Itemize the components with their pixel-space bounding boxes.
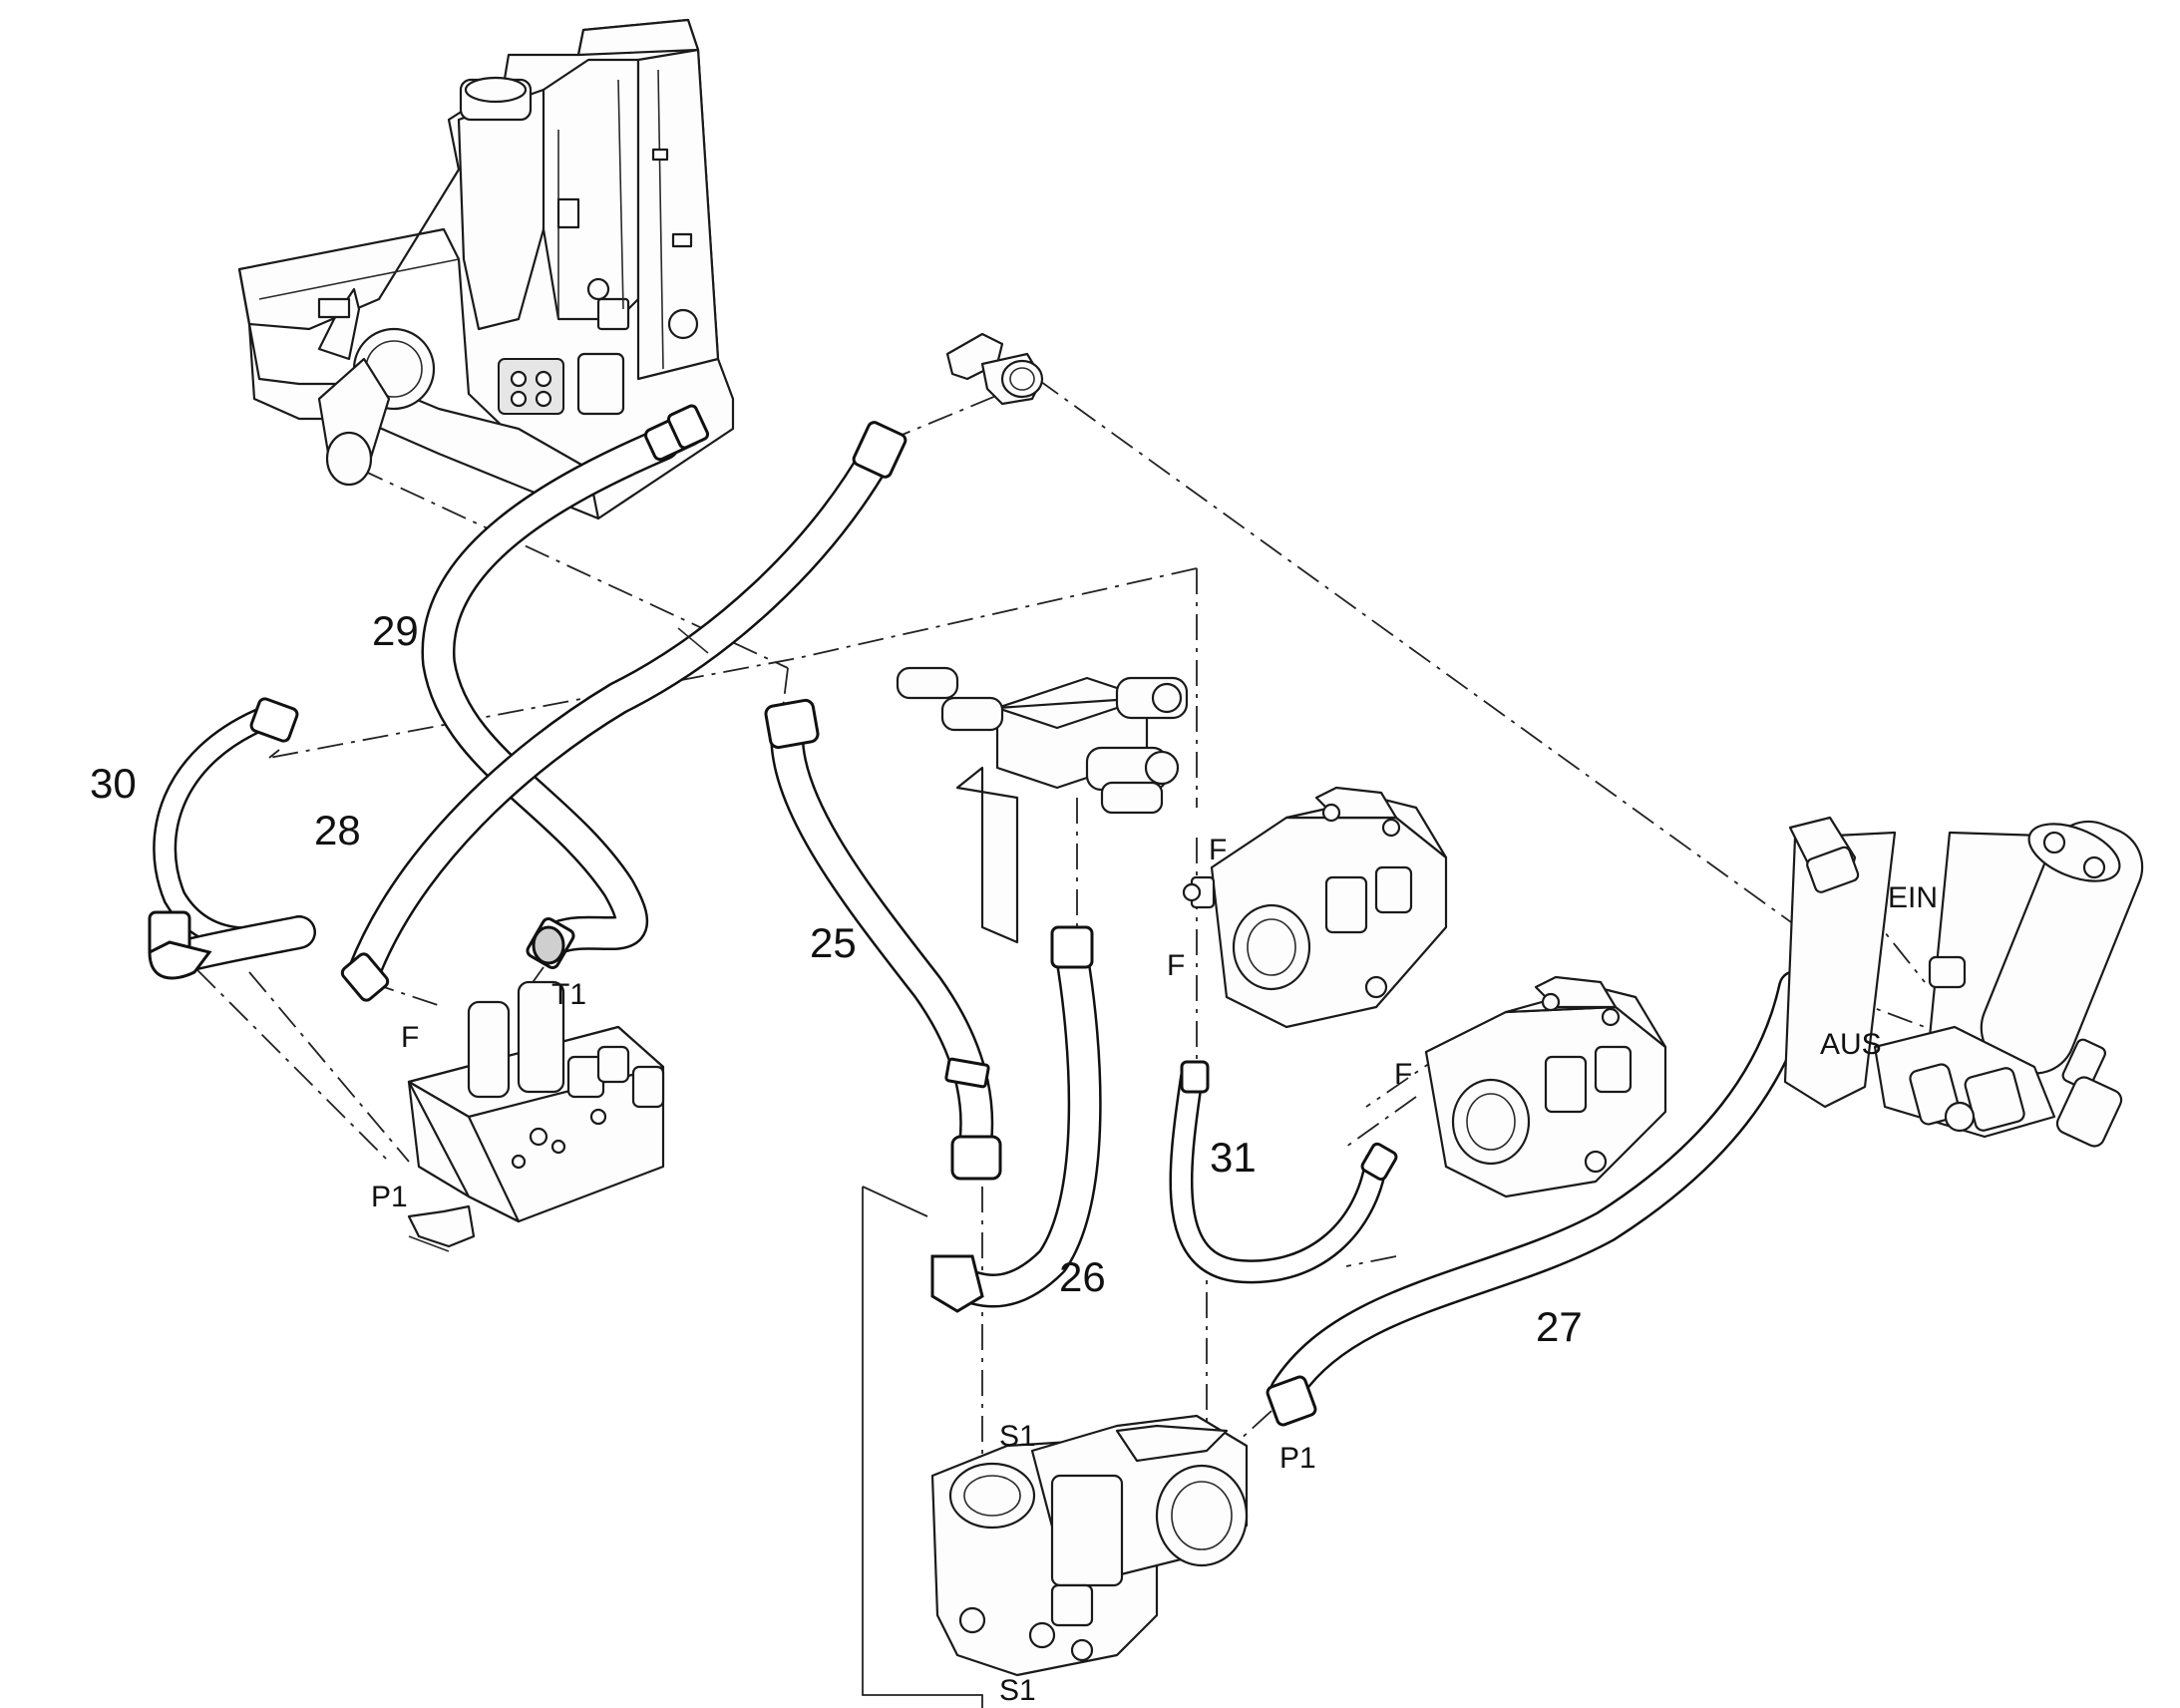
variable-pump-upper <box>1182 786 1448 1029</box>
variable-pump-lower <box>1424 975 1667 1198</box>
oil-filter <box>1783 820 2144 1148</box>
transmission-housing <box>237 18 735 520</box>
hose-31 <box>1169 1060 1398 1284</box>
part-number-30: 30 <box>90 760 137 807</box>
part-number-26: 26 <box>1059 1253 1106 1300</box>
hose-28 <box>340 421 908 1002</box>
port-labels: T1 F P1 F F F EIN AUS S1 S1 P1 <box>371 834 1938 1707</box>
elbow-fitting-top <box>945 332 1044 406</box>
port-label-p1-valve: P1 <box>371 1181 408 1213</box>
part-numbers: 29 30 28 25 31 26 27 <box>90 607 1583 1350</box>
port-label-f-pump-upper-top: F <box>1209 834 1227 866</box>
hose-29 <box>421 404 710 969</box>
port-label-ein: EIN <box>1888 881 1938 914</box>
port-label-s1-top: S1 <box>999 1420 1036 1453</box>
part-number-31: 31 <box>1210 1134 1257 1181</box>
port-label-t1: T1 <box>551 978 586 1011</box>
port-label-f-valve: F <box>401 1021 419 1054</box>
port-label-f-pump-upper-side: F <box>1167 949 1185 982</box>
port-label-p1-pump: P1 <box>1279 1442 1316 1475</box>
gear-pump <box>930 1414 1249 1677</box>
part-number-28: 28 <box>314 807 361 854</box>
part-number-29: 29 <box>372 607 419 654</box>
part-number-25: 25 <box>810 919 857 966</box>
hose-25 <box>764 698 1002 1181</box>
control-valve-block <box>407 980 665 1252</box>
hose-26 <box>930 925 1102 1313</box>
hose-30 <box>148 697 316 980</box>
blanking-cap <box>1788 816 1860 893</box>
port-label-aus: AUS <box>1820 1028 1882 1061</box>
port-label-s1-bottom: S1 <box>999 1674 1036 1707</box>
port-label-f-pump-lower: F <box>1394 1058 1412 1091</box>
solenoid-valve <box>896 666 1189 944</box>
part-number-27: 27 <box>1536 1303 1583 1350</box>
